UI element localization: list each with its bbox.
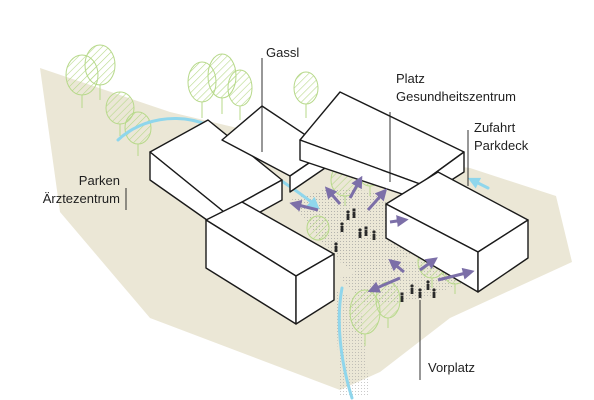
- arrow-icon: [324, 186, 342, 205]
- person-icon: [364, 226, 368, 236]
- person-icon: [418, 288, 422, 298]
- arrow-icon: [366, 188, 388, 211]
- building-front: [205, 201, 335, 325]
- label-gassl: Gassl: [266, 45, 299, 60]
- label-vorplatz: Vorplatz: [428, 360, 475, 375]
- person-icon: [358, 228, 362, 238]
- arrow-icon: [367, 276, 401, 293]
- arrow-icon: [437, 267, 475, 282]
- tree-icon: [227, 69, 253, 120]
- buildings: [149, 91, 529, 325]
- label-platz-line1: Platz: [396, 71, 425, 86]
- arrow-icon: [289, 199, 319, 212]
- tree-icon: [293, 71, 319, 118]
- tree-icon: [349, 289, 381, 346]
- arrow-icon: [348, 175, 363, 199]
- person-icon: [346, 210, 350, 220]
- leader-lines: [125, 58, 469, 380]
- person-icon: [340, 222, 344, 232]
- arrow-icon: [419, 257, 438, 272]
- person-icon: [400, 292, 404, 302]
- tree-icon: [306, 215, 330, 241]
- person-icon: [410, 284, 414, 294]
- movement-arrows: [289, 175, 475, 293]
- label-zufahrt-line2: Parkdeck: [474, 138, 529, 153]
- person-icon: [352, 208, 356, 218]
- person-icon: [334, 242, 338, 252]
- tree-icon: [84, 44, 116, 100]
- person-icon: [372, 230, 376, 240]
- person-icon: [432, 288, 436, 298]
- people: [334, 208, 436, 302]
- label-parken-line1: Parken: [79, 173, 120, 188]
- arrow-icon: [389, 215, 409, 227]
- label-zufahrt-line1: Zufahrt: [474, 120, 516, 135]
- building-right: [385, 171, 529, 293]
- person-icon: [426, 280, 430, 290]
- label-parken-line2: Ärztezentrum: [43, 191, 120, 206]
- label-platz-line2: Gesundheitszentrum: [396, 89, 516, 104]
- arrow-icon: [388, 258, 405, 274]
- tree-icon: [105, 91, 135, 136]
